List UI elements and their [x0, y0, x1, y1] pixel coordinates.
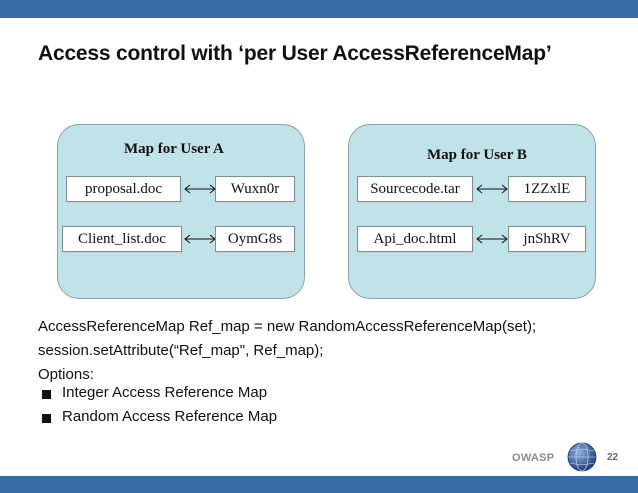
code-line-ref-map: AccessReferenceMap Ref_map = new RandomA…	[38, 318, 537, 335]
bullet-integer-map: Integer Access Reference Map	[62, 384, 268, 401]
file-box-api-doc: Api_doc.html	[357, 226, 473, 252]
file-box-sourcecode: Sourcecode.tar	[357, 176, 473, 202]
ref-box-1zzxle: 1ZZxlE	[508, 176, 586, 202]
options-label: Options:	[38, 366, 94, 383]
top-accent-bar	[0, 0, 638, 18]
page-number: 22	[607, 452, 619, 463]
double-arrow-icon	[476, 184, 508, 194]
map-heading-user-b: Map for User B	[427, 147, 527, 163]
double-arrow-icon	[184, 234, 216, 244]
file-box-client-list: Client_list.doc	[62, 226, 182, 252]
double-arrow-icon	[476, 234, 508, 244]
ref-box-wuxn0r: Wuxn0r	[215, 176, 295, 202]
square-bullet-icon	[42, 414, 51, 423]
map-heading-user-a: Map for User A	[124, 141, 224, 157]
map-panel-user-a: Map for User A proposal.doc Wuxn0r Clien…	[57, 124, 305, 299]
bullet-random-map: Random Access Reference Map	[62, 408, 278, 425]
double-arrow-icon	[184, 184, 216, 194]
ref-box-jnshrv: jnShRV	[508, 226, 586, 252]
slide-title: Access control with ‘per User AccessRefe…	[38, 42, 552, 65]
owasp-brand-text: OWASP	[512, 452, 555, 464]
bottom-accent-bar	[0, 476, 638, 493]
map-panel-user-b: Map for User B Sourcecode.tar 1ZZxlE Api…	[348, 124, 596, 299]
ref-box-oymg8s: OymG8s	[215, 226, 295, 252]
owasp-globe-icon	[567, 442, 597, 472]
square-bullet-icon	[42, 390, 51, 399]
file-box-proposal: proposal.doc	[66, 176, 181, 202]
code-line-session: session.setAttribute(“Ref_map", Ref_map)…	[38, 342, 324, 359]
